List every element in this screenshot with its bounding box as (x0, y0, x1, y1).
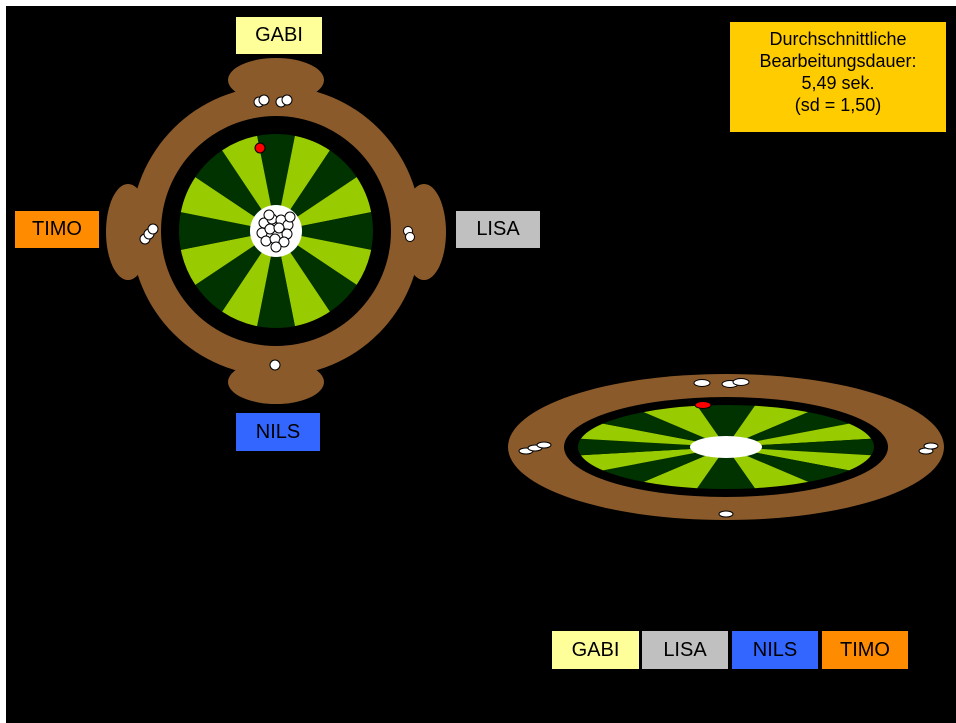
wheel-segment (222, 231, 276, 327)
wheel-segment (697, 447, 755, 489)
hub-chip (270, 241, 282, 253)
info-line-2: Bearbeitungsdauer: (759, 51, 917, 71)
wheel-segment (276, 212, 373, 250)
legend-timo: TIMO (822, 631, 908, 669)
wheel-segment (726, 412, 850, 447)
top-view-table (106, 58, 446, 404)
wheel-segment (276, 231, 357, 312)
red-marker (254, 142, 266, 154)
chip (258, 94, 270, 106)
chip (405, 232, 415, 242)
chips-timo (139, 223, 159, 245)
chip (923, 442, 939, 450)
chip (693, 379, 711, 387)
hub-chip (263, 209, 275, 221)
wheel-segment (257, 231, 295, 328)
wheel-segment (180, 231, 276, 285)
wheel-segment (602, 447, 726, 482)
chip (281, 94, 293, 106)
wheel-segment (602, 412, 726, 447)
player-label-timo: TIMO (15, 211, 99, 248)
wheel-segment (577, 438, 726, 456)
wheel-segment (726, 447, 809, 489)
hub-chip (273, 222, 285, 234)
wheel-segment (643, 405, 726, 447)
wheel-segment (180, 177, 276, 231)
chip (536, 441, 552, 449)
wheel-segment (257, 134, 295, 231)
wheel-segment (697, 404, 755, 447)
wheel-segment (195, 150, 276, 231)
player-label-lisa: LISA (456, 211, 540, 248)
wheel-segment (726, 438, 874, 456)
chip (718, 510, 734, 518)
chips-gabi (253, 94, 293, 108)
chip (732, 378, 750, 386)
hub-chip (278, 236, 290, 248)
wheel-segment (276, 177, 372, 231)
info-line-1: Durchschnittliche (769, 29, 907, 49)
hub-chip (260, 235, 272, 247)
wheel-segment (726, 447, 850, 482)
wheel-perspective (577, 404, 874, 489)
hub-chip-pile (256, 209, 296, 253)
wheel-segment (276, 135, 330, 231)
chip (147, 223, 159, 235)
wheel-segment (276, 231, 330, 327)
wheel-segment (276, 150, 357, 231)
legend-lisa: LISA (642, 631, 728, 669)
wheel-segment (580, 423, 726, 447)
wheel-segment (726, 423, 872, 447)
wheel-segment (726, 447, 872, 471)
hub-chip (284, 211, 296, 223)
perspective-hub (690, 436, 762, 458)
perspective-red-marker (694, 401, 712, 409)
chips-lisa (403, 226, 415, 242)
legend-gabi: GABI (552, 631, 639, 669)
wheel-segment (195, 231, 276, 312)
chip (269, 359, 281, 371)
perspective-table (508, 374, 944, 520)
average-duration-box: Durchschnittliche Bearbeitungsdauer: 5,4… (730, 22, 946, 132)
hub-chip (264, 223, 276, 235)
perspective-chips (518, 378, 939, 518)
wheel-segment (179, 212, 276, 250)
info-line-3: 5,49 sek. (801, 73, 875, 93)
wheel-segment (222, 135, 276, 231)
wheel-segment (580, 447, 726, 471)
player-label-gabi: GABI (236, 17, 322, 54)
wheel-segment (643, 447, 726, 489)
wheel-top (179, 134, 373, 328)
info-line-4: (sd = 1,50) (794, 95, 882, 115)
wheel-segment (276, 231, 372, 285)
chips-nils (269, 359, 281, 371)
wheel-segment (726, 405, 809, 447)
player-label-nils: NILS (236, 413, 320, 451)
legend-nils: NILS (732, 631, 818, 669)
